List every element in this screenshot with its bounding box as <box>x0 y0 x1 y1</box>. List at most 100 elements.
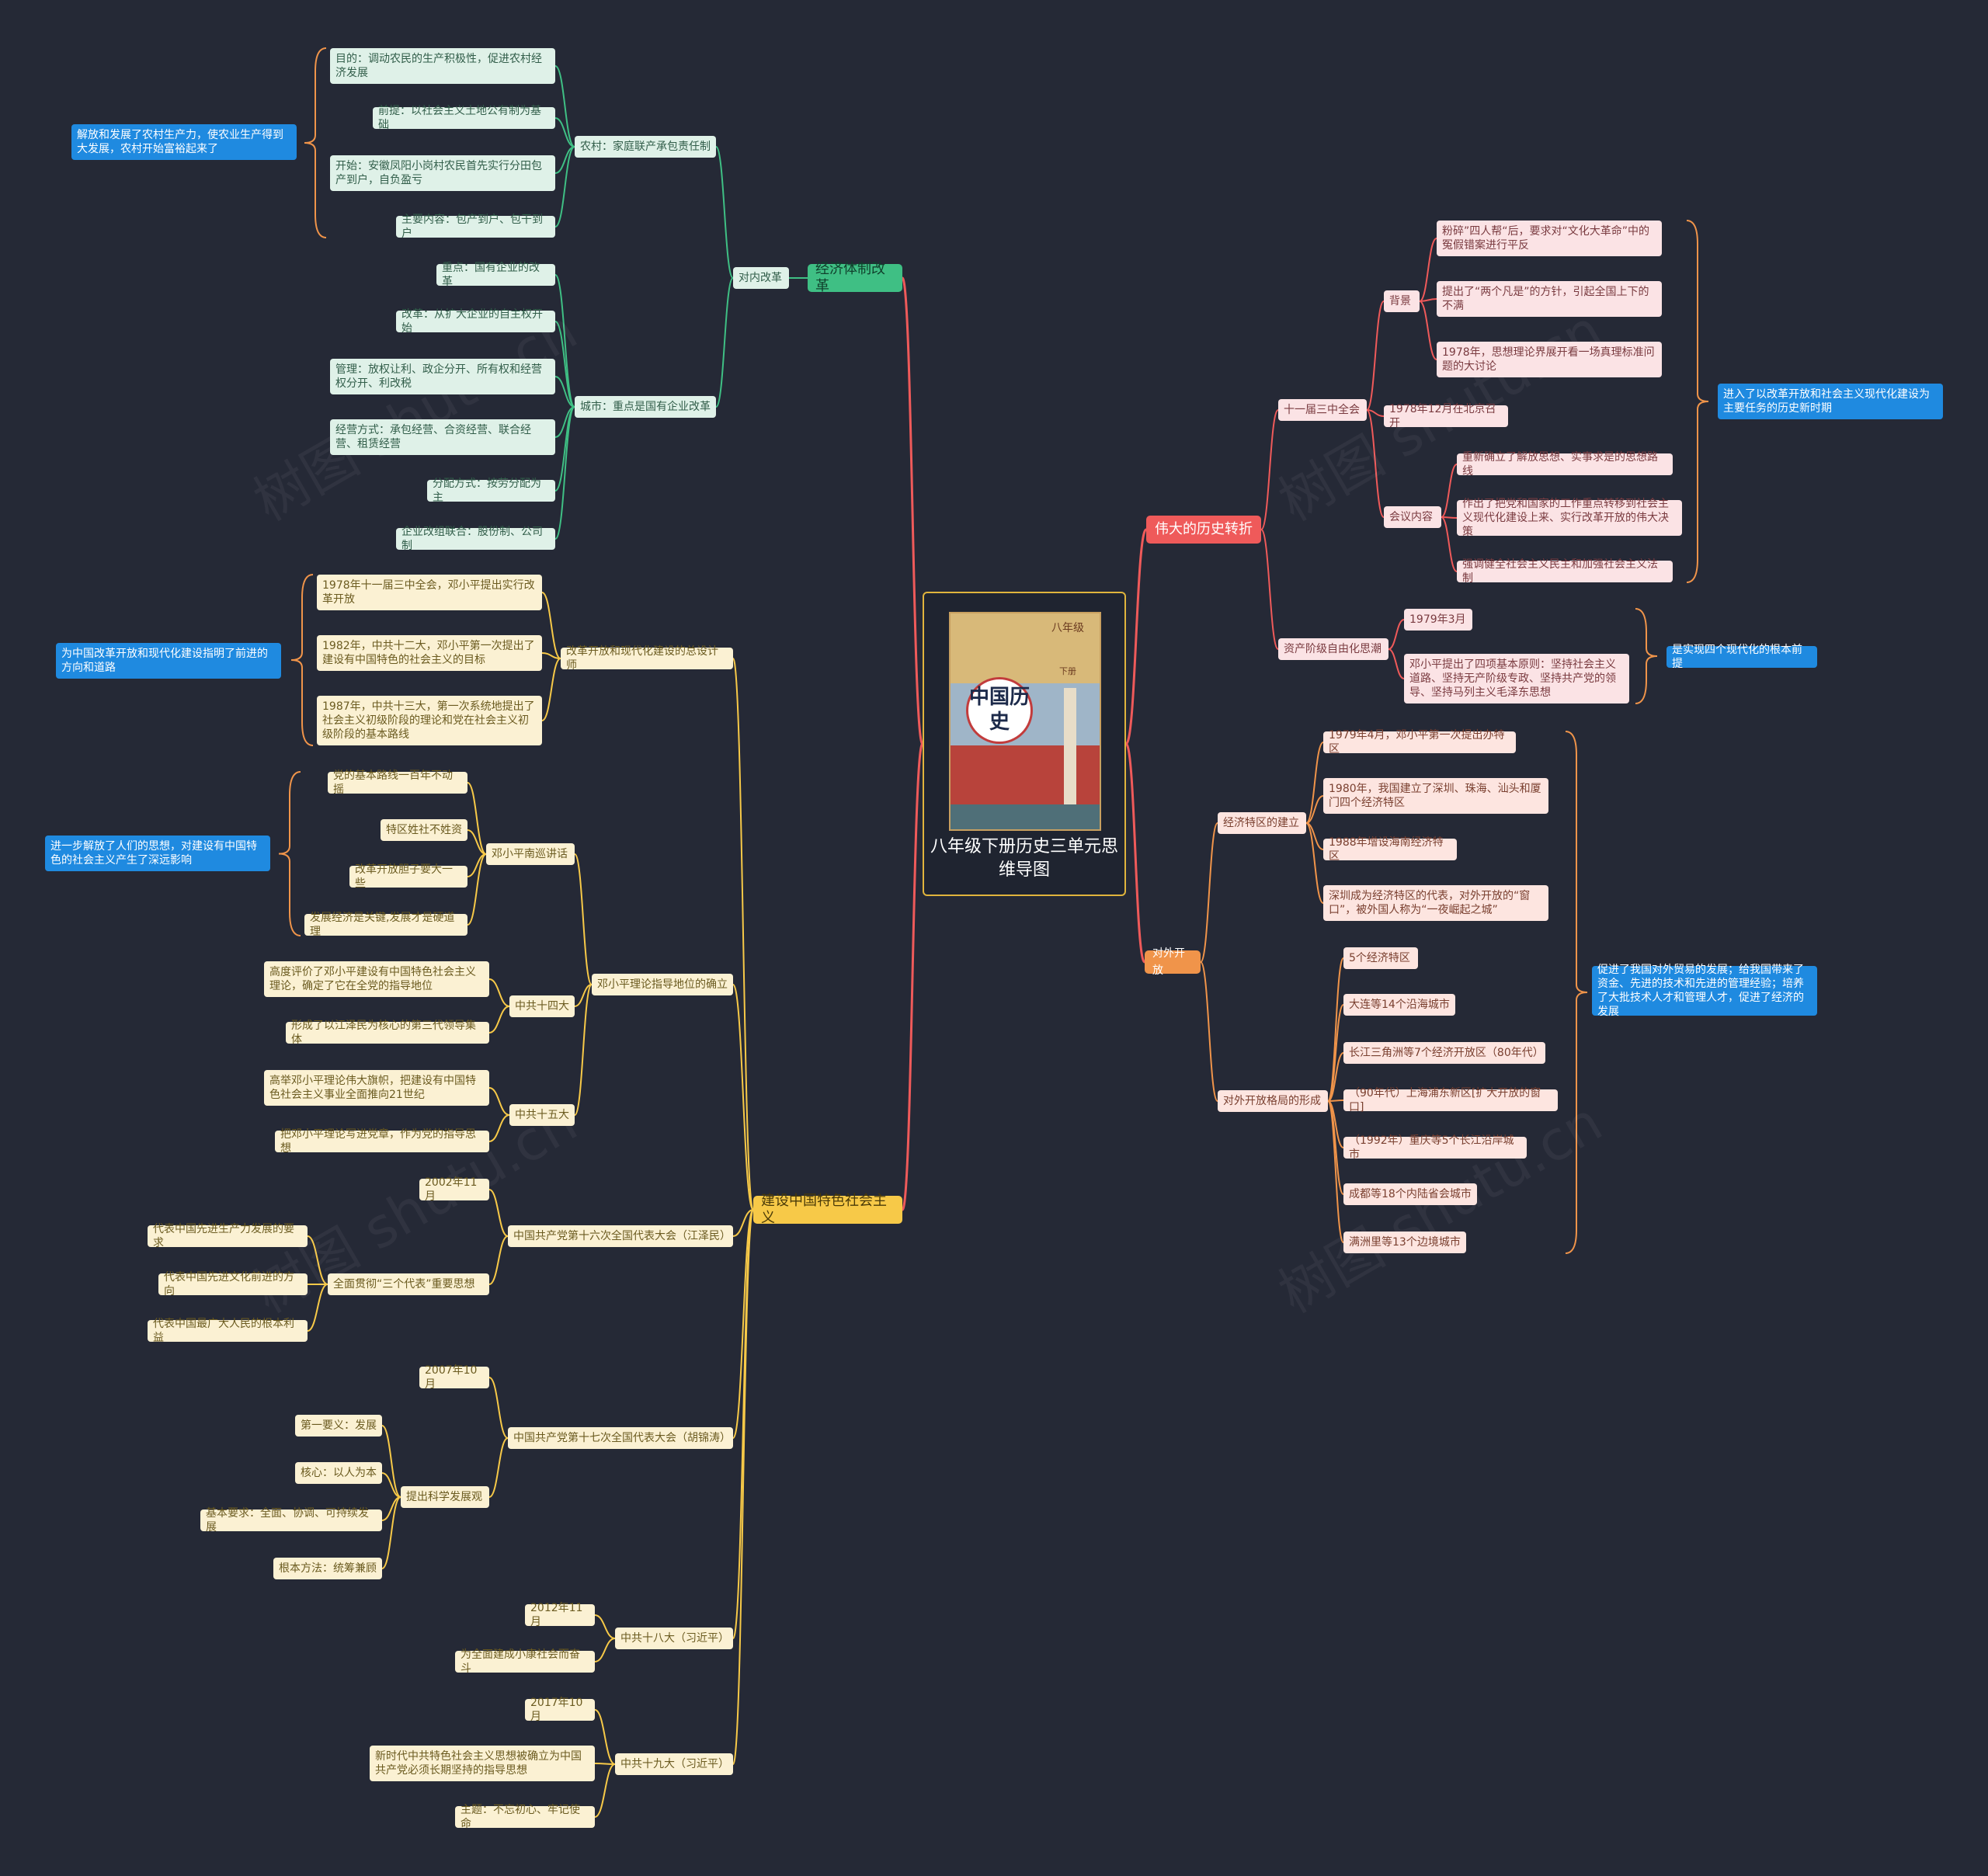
urban-item[interactable]: 分配方式：按劳分配为主 <box>427 480 555 502</box>
urban-item[interactable]: 管理：放权让利、政企分开、所有权和经营权分开、利改税 <box>330 359 555 394</box>
pattern-item[interactable]: （1992年）重庆等5个长江沿岸城市 <box>1343 1137 1527 1159</box>
urban-item[interactable]: 经营方式：承包经营、合资经营、联合经营、租赁经营 <box>330 419 555 455</box>
c15-item[interactable]: 把邓小平理论写进党章，作为党的指导思想 <box>275 1131 489 1152</box>
sez-item[interactable]: 1979年4月，邓小平第一次提出办特区 <box>1323 731 1516 753</box>
sci-item[interactable]: 基本要求：全面、协调、可持续发展 <box>200 1509 382 1531</box>
rural-item[interactable]: 目的：调动农民的生产积极性，促进农村经济发展 <box>330 48 555 84</box>
topic-south-tour[interactable]: 邓小平南巡讲话 <box>486 843 575 865</box>
topic-18th-congress[interactable]: 中共十八大（习近平） <box>615 1628 733 1649</box>
topic-opening-up[interactable]: 对外开放 <box>1145 950 1201 974</box>
content-item[interactable]: 重新确立了解放思想、实事求是的思想路线 <box>1457 453 1673 475</box>
topic-chief-architect[interactable]: 改革开放和现代化建设的总设计师 <box>561 648 733 669</box>
content-item[interactable]: 作出了把党和国家的工作重点转移到社会主义现代化建设上来、实行改革开放的伟大决策 <box>1457 500 1682 536</box>
urban-item[interactable]: 改革：从扩大企业的自主权开始 <box>396 311 555 332</box>
topic-deng-theory[interactable]: 邓小平理论指导地位的确立 <box>592 974 733 995</box>
connector <box>1441 517 1457 571</box>
bracket <box>304 48 326 238</box>
topic-opening-pattern[interactable]: 对外开放格局的形成 <box>1218 1090 1328 1112</box>
connector <box>595 1638 615 1662</box>
topic-bourgeois-liberalization[interactable]: 资产阶级自由化思潮 <box>1278 638 1388 660</box>
c14-item[interactable]: 形成了以江泽民为核心的第三代领导集体 <box>286 1022 489 1044</box>
sci-item[interactable]: 第一要义：发展 <box>295 1415 382 1437</box>
south-item[interactable]: 发展经济是关键,发展才是硬道理 <box>304 914 467 936</box>
topic-socialism[interactable]: 建设中国特色社会主义 <box>753 1196 902 1224</box>
c18-item[interactable]: 为全面建成小康社会而奋斗 <box>455 1651 595 1673</box>
c16-date[interactable]: 2002年11月 <box>419 1179 489 1200</box>
background-item[interactable]: 1978年，思想理论界展开看一场真理标准问题的大讨论 <box>1437 342 1662 377</box>
connector <box>902 744 923 1210</box>
topic-domestic-reform[interactable]: 对内改革 <box>733 267 789 289</box>
sci-item[interactable]: 根本方法：统筹兼顾 <box>273 1558 382 1579</box>
sci-item[interactable]: 核心：以人为本 <box>295 1462 382 1484</box>
architect-note[interactable]: 为中国改革开放和现代化建设指明了前进的方向和道路 <box>56 643 281 679</box>
topic-15th-congress[interactable]: 中共十五大 <box>509 1104 575 1126</box>
architect-item[interactable]: 1982年，中共十二大，邓小平第一次提出了建设有中国特色的社会主义的目标 <box>317 635 542 671</box>
three-item[interactable]: 代表中国先进文化前进的方向 <box>158 1273 308 1295</box>
topic-three-represents[interactable]: 全面贯彻“三个代表”重要思想 <box>328 1273 489 1295</box>
topic-urban-reform[interactable]: 城市：重点是国有企业改革 <box>575 396 716 418</box>
cover-volume: 下册 <box>1059 665 1076 677</box>
sez-item[interactable]: 深圳成为经济特区的代表，对外开放的“窗口”，被外国人称为“一夜崛起之城” <box>1323 885 1548 921</box>
anti-note[interactable]: 是实现四个现代化的根本前提 <box>1667 646 1817 668</box>
pattern-item[interactable]: 成都等18个内陆省会城市 <box>1343 1183 1477 1205</box>
background-item[interactable]: 提出了“两个凡是”的方针，引起全国上下的不满 <box>1437 281 1662 317</box>
opening-note[interactable]: 促进了我国对外贸易的发展；给我国带来了资金、先进的技术和先进的管理经验；培养了大… <box>1592 966 1817 1016</box>
topic-19th-congress[interactable]: 中共十九大（习近平） <box>615 1753 733 1775</box>
architect-item[interactable]: 1978年十一届三中全会，邓小平提出实行改革开放 <box>317 575 542 610</box>
content-item[interactable]: 强调健全社会主义民主和加强社会主义法制 <box>1457 561 1673 582</box>
anti-item[interactable]: 1979年3月 <box>1404 609 1472 631</box>
urban-item[interactable]: 企业改组联合：股份制、公司制 <box>396 528 555 550</box>
connector <box>555 407 575 539</box>
urban-item[interactable]: 重点：国有企业的改革 <box>436 264 555 286</box>
connector <box>902 278 923 744</box>
topic-economic-reform[interactable]: 经济体制改革 <box>808 264 902 292</box>
plenum-note[interactable]: 进入了以改革开放和社会主义现代化建设为主要任务的历史新时期 <box>1718 384 1943 419</box>
connector <box>1201 962 1218 1101</box>
c19-item[interactable]: 2017年10月 <box>525 1699 595 1721</box>
rural-item[interactable]: 开始：安徽凤阳小岗村农民首先实行分田包产到户，自负盈亏 <box>330 155 555 191</box>
topic-historic-turn[interactable]: 伟大的历史转折 <box>1146 516 1261 544</box>
connector <box>1367 301 1384 410</box>
c17-date[interactable]: 2007年10月 <box>419 1367 489 1388</box>
topic-scientific-outlook[interactable]: 提出科学发展观 <box>401 1486 489 1508</box>
pattern-item[interactable]: 5个经济特区 <box>1343 947 1418 969</box>
c15-item[interactable]: 高举邓小平理论伟大旗帜，把建设有中国特色社会主义事业全面推向21世纪 <box>264 1070 489 1106</box>
topic-background[interactable]: 背景 <box>1384 290 1420 312</box>
sez-item[interactable]: 1980年，我国建立了深圳、珠海、汕头和厦门四个经济特区 <box>1323 778 1548 814</box>
topic-rural-reform[interactable]: 农村：家庭联产承包责任制 <box>575 136 716 158</box>
topic-third-plenum[interactable]: 十一届三中全会 <box>1278 399 1367 421</box>
topic-meeting-content[interactable]: 会议内容 <box>1384 506 1441 528</box>
c14-item[interactable]: 高度评价了邓小平建设有中国特色社会主义理论，确定了它在全党的指导地位 <box>264 961 489 997</box>
architect-item[interactable]: 1987年，中共十三大，第一次系统地提出了社会主义初级阶段的理论和党在社会主义初… <box>317 696 542 745</box>
south-item[interactable]: 特区姓社不姓资 <box>381 819 467 841</box>
rural-note[interactable]: 解放和发展了农村生产力，使农业生产得到大发展，农村开始富裕起来了 <box>71 124 297 160</box>
south-note[interactable]: 进一步解放了人们的思想，对建设有中国特色的社会主义产生了深远影响 <box>45 836 270 871</box>
topic-14th-congress[interactable]: 中共十四大 <box>509 995 575 1017</box>
c19-item[interactable]: 新时代中共特色社会主义思想被确立为中国共产党必须长期坚持的指导思想 <box>370 1746 595 1781</box>
three-item[interactable]: 代表中国最广大人民的根本利益 <box>148 1320 308 1342</box>
connector <box>595 1615 615 1638</box>
south-item[interactable]: 改革开放胆子要大一些 <box>349 866 467 888</box>
root-topic[interactable]: 八年级 下册 中国历史 八年级下册历史三单元思维导图 <box>923 592 1126 896</box>
topic-special-economic-zones[interactable]: 经济特区的建立 <box>1218 812 1306 834</box>
topic-17th-congress[interactable]: 中国共产党第十七次全国代表大会（胡锦涛） <box>508 1427 733 1449</box>
pattern-item[interactable]: 大连等14个沿海城市 <box>1343 994 1455 1016</box>
rural-item[interactable]: 主要内容：包产到户、包干到户 <box>396 216 555 238</box>
connector <box>1126 744 1145 962</box>
background-item[interactable]: 粉碎”四人帮“后，要求对“文化大革命”中的冤假错案进行平反 <box>1437 221 1662 256</box>
three-item[interactable]: 代表中国先进生产力发展的要求 <box>148 1225 308 1247</box>
topic-16th-congress[interactable]: 中国共产党第十六次全国代表大会（江泽民） <box>508 1225 733 1247</box>
rural-item[interactable]: 前提：以社会主义土地公有制为基础 <box>373 107 555 129</box>
cover-grade: 八年级 <box>1051 620 1084 635</box>
pattern-item[interactable]: 长江三角洲等7个经济开放区（80年代） <box>1343 1042 1545 1064</box>
pattern-item[interactable]: 满洲里等13个边境城市 <box>1343 1232 1466 1253</box>
connector <box>1388 649 1404 679</box>
c18-item[interactable]: 2012年11月 <box>525 1604 595 1626</box>
anti-item[interactable]: 邓小平提出了四项基本原则：坚持社会主义道路、坚持无产阶级专政、坚持共产党的领导、… <box>1404 654 1629 704</box>
c19-item[interactable]: 主题：不忘初心、牢记使命 <box>455 1806 595 1828</box>
connector <box>716 278 733 407</box>
south-item[interactable]: 党的基本路线一百年不动摇 <box>328 772 467 794</box>
pattern-item[interactable]: （90年代）上海浦东新区[扩大开放的窗口] <box>1343 1089 1558 1111</box>
sez-item[interactable]: 1988年增设海南经济特区 <box>1323 839 1457 860</box>
plenum-time[interactable]: 1978年12月在北京召开 <box>1384 405 1508 427</box>
